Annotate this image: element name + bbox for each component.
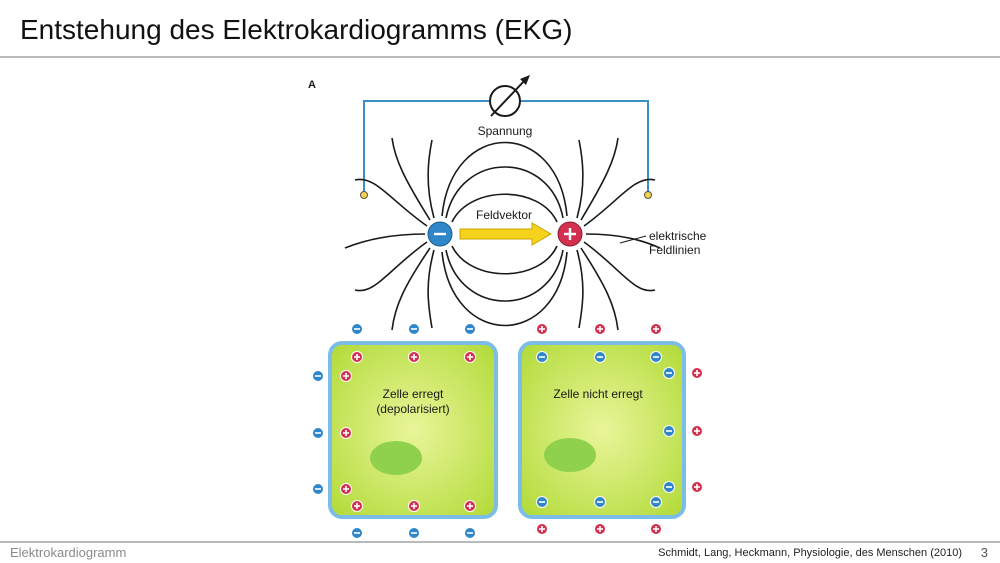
negative-charge-icon — [650, 351, 662, 363]
slide-title: Entstehung des Elektrokardiogramms (EKG) — [20, 14, 573, 45]
cell-not-excited-label: Zelle nicht erregt — [553, 387, 643, 401]
negative-charge-icon — [351, 323, 363, 335]
negative-charge-icon — [408, 323, 420, 335]
negative-charge-icon — [594, 496, 606, 508]
field-lines-pointer — [619, 235, 647, 244]
cell-excited — [328, 341, 498, 519]
negative-charge-icon — [464, 527, 476, 539]
positive-charge-icon — [464, 500, 476, 512]
voltmeter-icon — [489, 75, 530, 117]
negative-charge-icon — [536, 496, 548, 508]
positive-charge-icon — [594, 323, 606, 335]
negative-pole-icon — [427, 221, 453, 247]
negative-charge-icon — [408, 527, 420, 539]
positive-charge-icon — [691, 425, 703, 437]
negative-charge-icon — [312, 427, 324, 439]
positive-charge-icon — [464, 351, 476, 363]
positive-charge-icon — [340, 483, 352, 495]
positive-charge-icon — [691, 367, 703, 379]
positive-charge-icon — [650, 523, 662, 535]
ion-charges — [312, 323, 703, 539]
negative-charge-icon — [536, 351, 548, 363]
positive-charge-icon — [408, 351, 420, 363]
field-lines-label-line2: Feldlinien — [649, 243, 700, 257]
positive-charge-icon — [650, 323, 662, 335]
positive-charge-icon — [594, 523, 606, 535]
footer-divider — [0, 541, 1000, 543]
negative-charge-icon — [663, 481, 675, 493]
cell-excited-label-line2: (depolarisiert) — [376, 402, 449, 416]
negative-charge-icon — [663, 425, 675, 437]
positive-charge-icon — [340, 427, 352, 439]
nucleus-excited — [370, 441, 422, 475]
electrode-right — [644, 191, 652, 199]
positive-charge-icon — [351, 500, 363, 512]
footer-citation: Schmidt, Lang, Heckmann, Physiologie, de… — [658, 547, 962, 559]
circuit-wire-left — [363, 100, 490, 195]
negative-charge-icon — [650, 496, 662, 508]
negative-charge-icon — [594, 351, 606, 363]
panel-label: A — [308, 79, 316, 91]
negative-charge-icon — [464, 323, 476, 335]
negative-charge-icon — [312, 370, 324, 382]
positive-charge-icon — [536, 523, 548, 535]
electric-field-lines — [344, 137, 661, 331]
cell-not-excited — [518, 341, 686, 519]
title-divider — [0, 56, 1000, 58]
page-number: 3 — [980, 545, 988, 560]
positive-charge-icon — [536, 323, 548, 335]
negative-charge-icon — [351, 527, 363, 539]
circuit-wire-right — [520, 100, 649, 195]
field-vector-arrow — [459, 222, 552, 246]
nucleus-not-excited — [544, 438, 596, 472]
positive-charge-icon — [351, 351, 363, 363]
positive-charge-icon — [691, 481, 703, 493]
electrode-left — [360, 191, 368, 199]
negative-charge-icon — [663, 367, 675, 379]
positive-charge-icon — [408, 500, 420, 512]
field-lines-label-line1: elektrische — [649, 229, 707, 243]
cell-excited-label-line1: Zelle erregt — [383, 387, 444, 401]
negative-charge-icon — [312, 483, 324, 495]
positive-pole-icon — [557, 221, 583, 247]
field-vector-label: Feldvektor — [476, 208, 532, 222]
positive-charge-icon — [340, 370, 352, 382]
footer-section-name: Elektrokardiogramm — [10, 545, 127, 560]
voltmeter-label: Spannung — [478, 124, 533, 138]
